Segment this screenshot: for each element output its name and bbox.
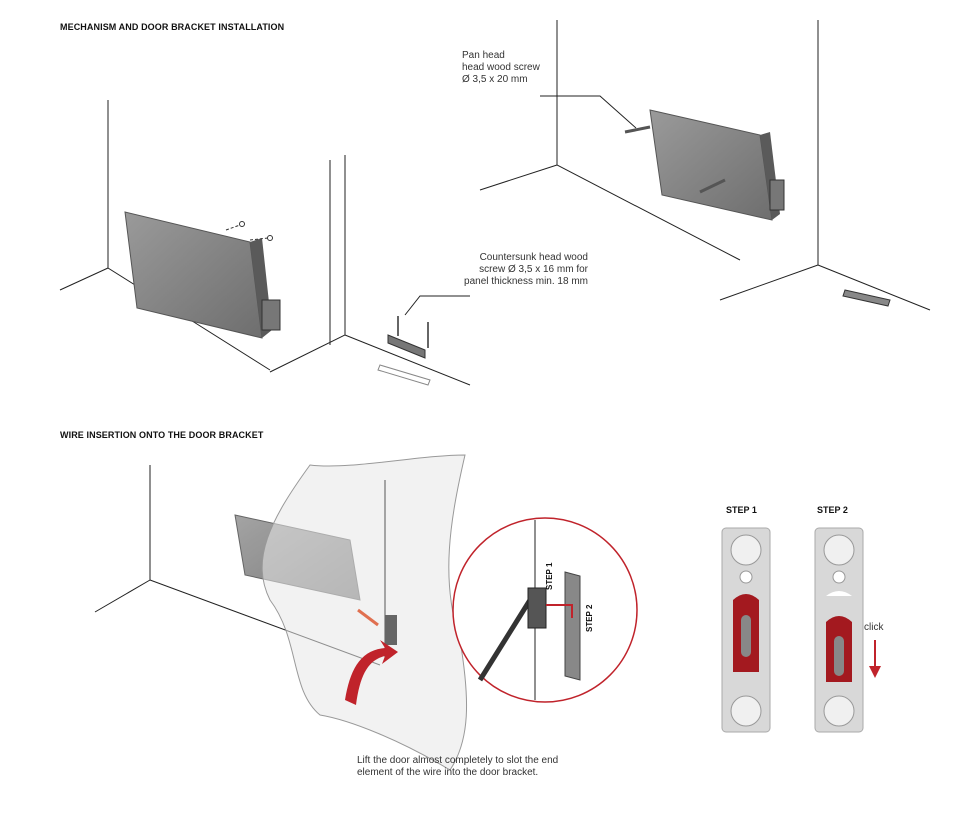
lift-arrow-icon bbox=[345, 640, 398, 705]
callout-line: Ø 3,5 x 20 mm bbox=[462, 74, 528, 85]
insert-arrow-icon bbox=[546, 604, 573, 618]
lift-door-instruction: Lift the door almost completely to slot … bbox=[357, 755, 558, 779]
callout-line: element of the wire into the door bracke… bbox=[357, 767, 539, 778]
step1-label: STEP 1 bbox=[726, 505, 757, 515]
lock-mechanism-box bbox=[124, 211, 281, 339]
step2-label: STEP 2 bbox=[817, 505, 848, 515]
callout-line: Countersunk head wood bbox=[479, 252, 588, 263]
detail-step2-label: STEP 2 bbox=[585, 604, 594, 632]
mechanism-mounted-scene bbox=[479, 20, 931, 311]
pan-head-screw-callout: Pan head head wood screw Ø 3,5 x 20 mm bbox=[462, 50, 540, 86]
callout-line: screw Ø 3,5 x 16 mm for bbox=[479, 264, 588, 275]
section-title-wire: WIRE INSERTION ONTO THE DOOR BRACKET bbox=[60, 430, 264, 440]
detail-magnifier bbox=[452, 517, 638, 703]
callout-line: panel thickness min. 18 mm bbox=[464, 276, 588, 287]
door-bracket-screws bbox=[377, 316, 431, 386]
callout-line: head wood screw bbox=[462, 62, 540, 73]
callout-line: Pan head bbox=[462, 50, 505, 61]
section-title-mechanism: MECHANISM AND DOOR BRACKET INSTALLATION bbox=[60, 22, 285, 32]
step2-plate bbox=[814, 527, 881, 733]
countersunk-screw-callout: Countersunk head wood screw Ø 3,5 x 16 m… bbox=[440, 252, 588, 288]
detail-step1-label: STEP 1 bbox=[545, 562, 554, 590]
click-label: click bbox=[864, 622, 884, 633]
step1-plate bbox=[721, 527, 771, 733]
callout-line: Lift the door almost completely to slot … bbox=[357, 755, 559, 766]
wire-insertion-scene bbox=[94, 454, 468, 771]
mechanism-installation-scene bbox=[59, 100, 471, 386]
